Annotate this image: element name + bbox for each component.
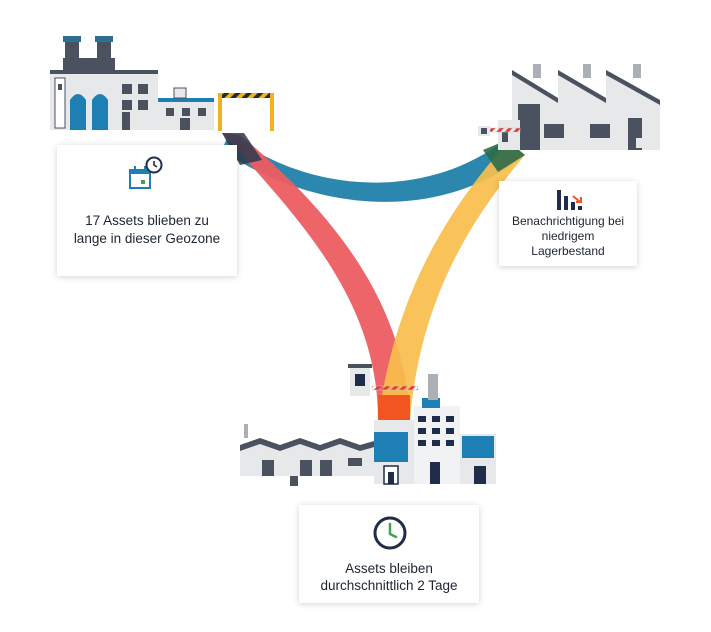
factory-top-right (478, 64, 660, 150)
route-blue (222, 133, 525, 202)
callout-geozone-text: 17 Assets blieben zu lange in dieser Geo… (73, 213, 221, 246)
callout-pointer-top-left (134, 131, 160, 146)
route-overlap-dark (222, 133, 262, 165)
calendar-clock-icon (129, 156, 163, 189)
route-yellow (378, 145, 525, 420)
callout-pointer-bottom (378, 492, 404, 506)
factory-bottom (240, 364, 496, 486)
callout-pointer-right (560, 168, 586, 182)
clock-icon (373, 516, 407, 550)
route-paths (222, 133, 525, 422)
callout-average-stay: Assets bleiben durchschnittlich 2 Tage (299, 505, 479, 603)
callout-geozone-dwell: 17 Assets blieben zu lange in dieser Geo… (57, 145, 237, 276)
route-overlap-orange (378, 395, 410, 422)
low-stock-chart-icon (557, 190, 582, 210)
callout-average-stay-text: Assets bleiben durchschnittlich 2 Tage (320, 561, 458, 593)
callout-low-stock: Benachrichtigung bei niedrigem Lagerbest… (499, 181, 637, 266)
factory-top-left (50, 36, 274, 131)
callout-low-stock-text: Benachrichtigung bei niedrigem Lagerbest… (511, 214, 625, 258)
